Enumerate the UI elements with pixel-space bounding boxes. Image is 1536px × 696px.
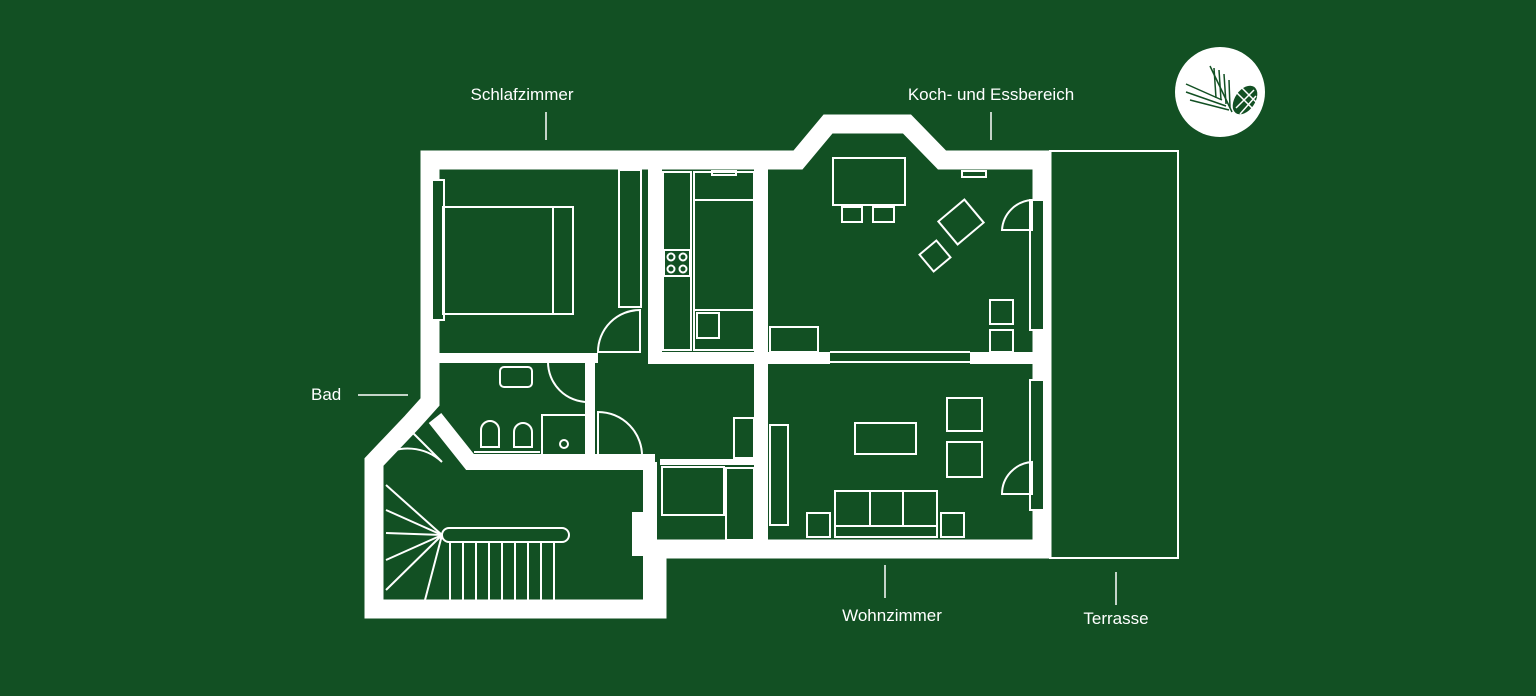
outer-walls: [364, 114, 1052, 619]
label-koch-essbereich: Koch- und Essbereich: [907, 85, 1075, 104]
kitchen-counters: [662, 170, 755, 351]
door-arc: [597, 410, 644, 459]
label-bad: Bad: [311, 385, 342, 404]
door-arc: [1000, 460, 1033, 495]
bed: [442, 206, 574, 315]
wardrobe: [618, 169, 642, 308]
door-arc: [379, 429, 443, 463]
bath-fixtures: [474, 366, 589, 460]
stove-icon: [663, 249, 691, 277]
door-arc: [596, 308, 641, 353]
living-furniture: [769, 397, 983, 538]
label-wohnzimmer: Wohnzimmer: [842, 606, 942, 625]
staircase: [385, 484, 570, 601]
closet: [661, 417, 755, 541]
sink: [696, 312, 720, 339]
door-arc: [1000, 198, 1033, 231]
label-terrasse: Terrasse: [1083, 609, 1149, 628]
terrace-outline: [1049, 150, 1179, 559]
windows: [431, 179, 1045, 511]
interior-walls: [428, 165, 1040, 600]
door-arc: [547, 361, 589, 403]
label-schlafzimmer: Schlafzimmer: [470, 85, 574, 104]
dining-set: [769, 157, 1014, 353]
pine-branch-cone-icon: [1175, 47, 1265, 137]
label-ticks: [358, 112, 1117, 605]
